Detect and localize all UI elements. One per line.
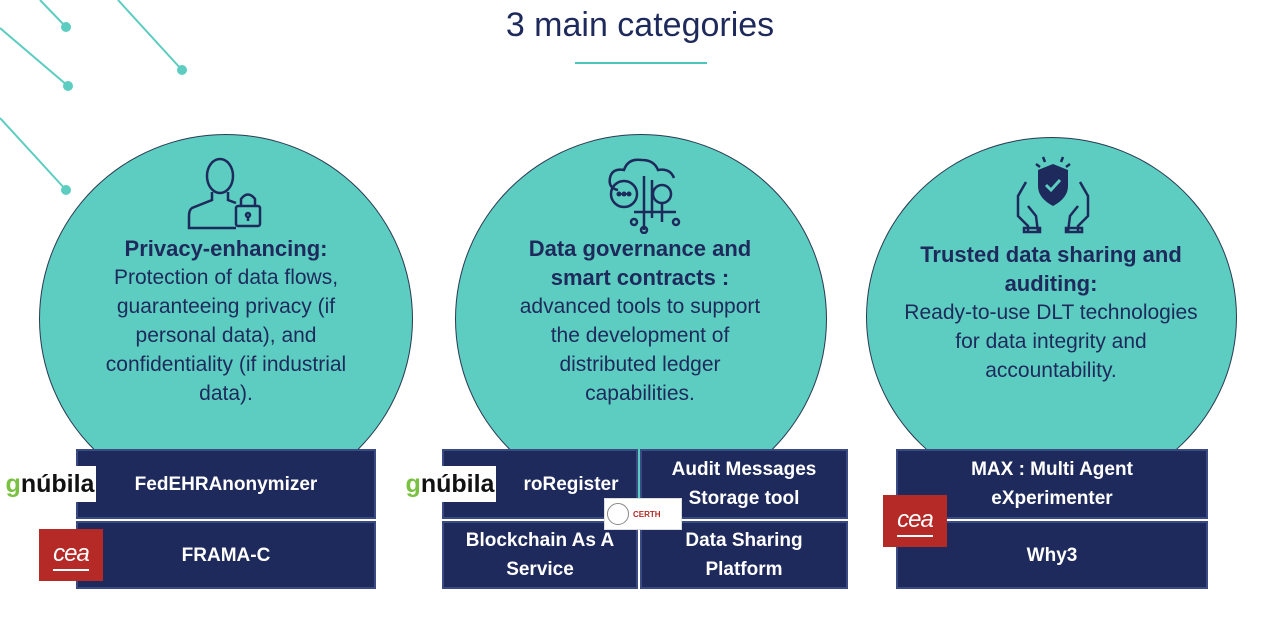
tool-box-max: MAX : Multi Agent eXperimenter bbox=[896, 449, 1208, 519]
tool-label: Blockchain As A bbox=[465, 530, 615, 551]
tool-label: Storage tool bbox=[688, 488, 800, 509]
category-text-line: confidentiality (if industrial bbox=[105, 353, 347, 376]
tool-box-data-sharing-platform: Data Sharing Platform bbox=[640, 521, 848, 589]
tool-label: roRegister bbox=[523, 473, 619, 495]
category-text-line: for data integrity and bbox=[955, 330, 1147, 353]
category-heading-governance: Data governance and bbox=[528, 236, 752, 261]
category-text-line: accountability. bbox=[985, 359, 1117, 382]
category-text-line: personal data), and bbox=[135, 324, 317, 347]
category-text-line: data). bbox=[199, 382, 253, 405]
category-text-line: Protection of data flows, bbox=[113, 266, 339, 289]
page-title: 3 main categories bbox=[505, 6, 775, 44]
tool-label: FRAMA-C bbox=[181, 544, 271, 566]
tool-label: FedEHRAnonymizer bbox=[134, 473, 318, 495]
cea-logo: cea bbox=[883, 495, 947, 547]
category-circle-privacy bbox=[39, 134, 413, 504]
category-circle-governance bbox=[455, 134, 827, 504]
category-heading-trusted: auditing: bbox=[1004, 271, 1098, 296]
certh-logo: CERTH bbox=[604, 498, 682, 530]
category-text-line: Ready-to-use DLT technologies bbox=[904, 301, 1198, 324]
category-heading-trusted: Trusted data sharing and bbox=[920, 242, 1182, 267]
category-heading-governance: smart contracts : bbox=[550, 265, 730, 290]
tool-box-fedehranonymizer: FedEHRAnonymizer bbox=[76, 449, 376, 519]
tool-label: Data Sharing bbox=[685, 530, 803, 551]
category-text-line: advanced tools to support bbox=[519, 295, 761, 318]
category-text-line: guaranteeing privacy (if bbox=[116, 295, 336, 318]
decorative-lines bbox=[0, 0, 187, 195]
title-underline bbox=[575, 62, 707, 64]
tool-box-frama-c: FRAMA-C bbox=[76, 521, 376, 589]
cea-logo: cea bbox=[39, 529, 103, 581]
category-text-line: distributed ledger bbox=[559, 353, 721, 376]
tool-label: MAX : Multi Agent bbox=[971, 459, 1133, 480]
user-lock-icon bbox=[187, 157, 262, 230]
tool-label: eXperimenter bbox=[991, 488, 1113, 509]
category-text-line: capabilities. bbox=[585, 382, 695, 405]
tool-label: Audit Messages bbox=[671, 459, 817, 480]
category-heading-privacy: Privacy-enhancing: bbox=[124, 236, 328, 261]
cloud-network-icon bbox=[608, 158, 681, 234]
tool-label: Service bbox=[506, 559, 574, 580]
hands-shield-icon bbox=[1016, 156, 1090, 234]
tool-box-blockchain-as-a-service: Blockchain As A Service bbox=[442, 521, 638, 589]
tool-box-why3: Why3 bbox=[896, 521, 1208, 589]
category-text-line: the development of bbox=[550, 324, 730, 347]
tool-label: Why3 bbox=[1026, 544, 1078, 566]
tool-label: Platform bbox=[705, 559, 783, 580]
